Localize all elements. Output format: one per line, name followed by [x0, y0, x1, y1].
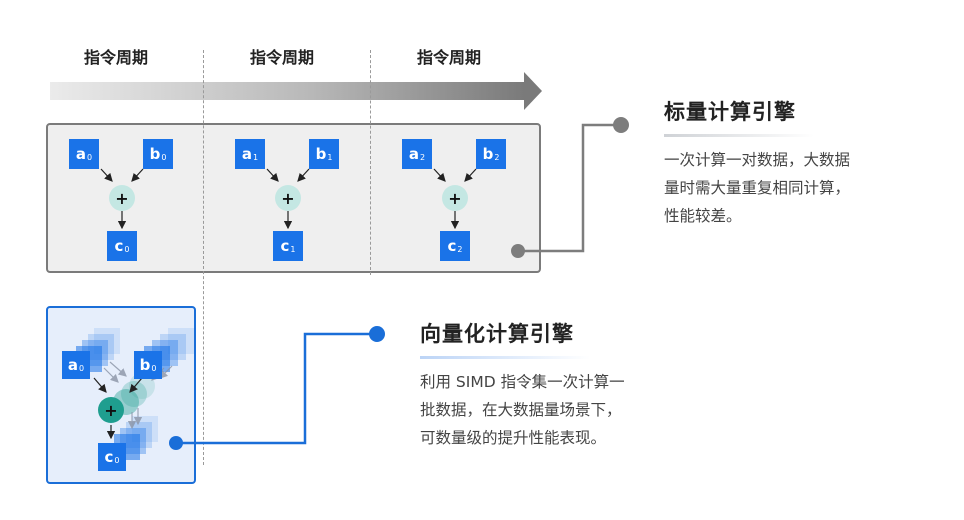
timeline-arrow-head: [524, 72, 542, 110]
cycle-divider-2: [370, 50, 371, 275]
scalar-plus-0: +: [109, 185, 135, 211]
cycle-label-2: 指令周期: [249, 48, 314, 67]
scalar-engine-title: 标量计算引擎: [664, 100, 796, 124]
scalar-plus-1: +: [275, 185, 301, 211]
vector-desc-line-1: 利用 SIMD 指令集一次计算一: [420, 373, 625, 391]
vector-plus: +: [98, 397, 124, 423]
scalar-desc-line-2: 量时需大量重复相同计算，: [664, 179, 851, 197]
vector-desc-line-3: 可数量级的提升性能表现。: [420, 429, 607, 447]
scalar-plus-2: +: [442, 185, 468, 211]
vector-desc-line-2: 批数据，在大数据量场景下，: [420, 401, 622, 419]
cycle-label-3: 指令周期: [416, 48, 481, 67]
vector-engine-title: 向量化计算引擎: [420, 322, 574, 346]
scalar-desc-line-3: 性能较差。: [664, 207, 742, 225]
cycle-divider-1: [203, 50, 204, 465]
scalar-arrows: [100, 168, 477, 230]
scalar-title-underline: [664, 134, 814, 137]
scalar-engine-description: 一次计算一对数据，大数据 量时需大量重复相同计算， 性能较差。: [664, 146, 850, 230]
timeline-arrow-bar: [50, 82, 525, 100]
scalar-desc-line-1: 一次计算一对数据，大数据: [664, 151, 851, 169]
vector-title-underline: [420, 356, 590, 359]
vector-engine-description: 利用 SIMD 指令集一次计算一 批数据，在大数据量场景下， 可数量级的提升性能…: [420, 368, 625, 452]
cycle-label-1: 指令周期: [83, 48, 148, 67]
